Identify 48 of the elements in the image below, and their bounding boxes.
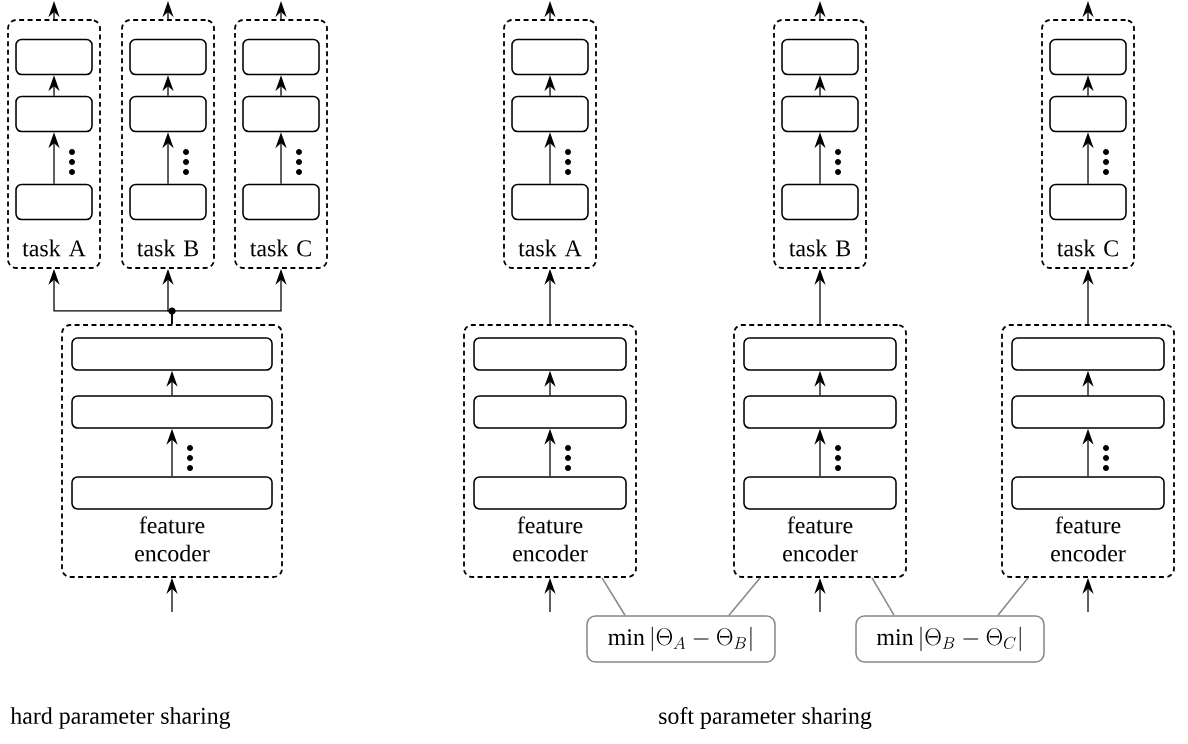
task-group: task A (503, 19, 597, 269)
layer-box (511, 38, 589, 76)
layer-box (1011, 395, 1165, 429)
connector-line (728, 577, 761, 616)
layer-box (511, 183, 589, 221)
loss-box: $\min|\Theta_A - \Theta_B|$ (586, 615, 776, 663)
task-group: task A (7, 19, 101, 269)
layer-box (1049, 183, 1127, 221)
caption-text: hard parameter sharing (10, 707, 231, 729)
layer-box (242, 183, 320, 221)
layer-box (129, 183, 207, 221)
encoder-group: feature encoder (1001, 324, 1175, 578)
layer-box (71, 395, 273, 429)
layer-box (1049, 95, 1127, 133)
task-group: task C (1041, 19, 1135, 269)
task-group: task B (121, 19, 215, 269)
layer-box (473, 476, 627, 510)
loss-box: $\min|\Theta_B - \Theta_C|$ (855, 615, 1045, 663)
encoder-group: feature encoder (61, 324, 283, 578)
layer-box (71, 476, 273, 510)
task-group: task B (773, 19, 867, 269)
caption-text: soft parameter sharing (659, 707, 872, 729)
connector-line (601, 577, 626, 616)
encoder-group: feature encoder (463, 324, 637, 578)
layer-box (1011, 476, 1165, 510)
layer-box (473, 337, 627, 371)
task-group: task C (234, 19, 328, 269)
layer-box (781, 183, 859, 221)
layer-box (129, 95, 207, 133)
layer-box (1011, 337, 1165, 371)
layer-box (129, 38, 207, 76)
layer-box (743, 337, 897, 371)
layer-box (242, 95, 320, 133)
layer-box (1049, 38, 1127, 76)
connector-line (871, 577, 895, 616)
encoder-group: feature encoder (733, 324, 907, 578)
layer-box (511, 95, 589, 133)
layer-box (242, 38, 320, 76)
layer-box (473, 395, 627, 429)
layer-box (71, 337, 273, 371)
connector-line (997, 577, 1029, 616)
layer-box (15, 38, 93, 76)
layer-box (743, 476, 897, 510)
layer-box (15, 95, 93, 133)
layer-box (743, 395, 897, 429)
layer-box (15, 183, 93, 221)
layer-box (781, 38, 859, 76)
layer-box (781, 95, 859, 133)
